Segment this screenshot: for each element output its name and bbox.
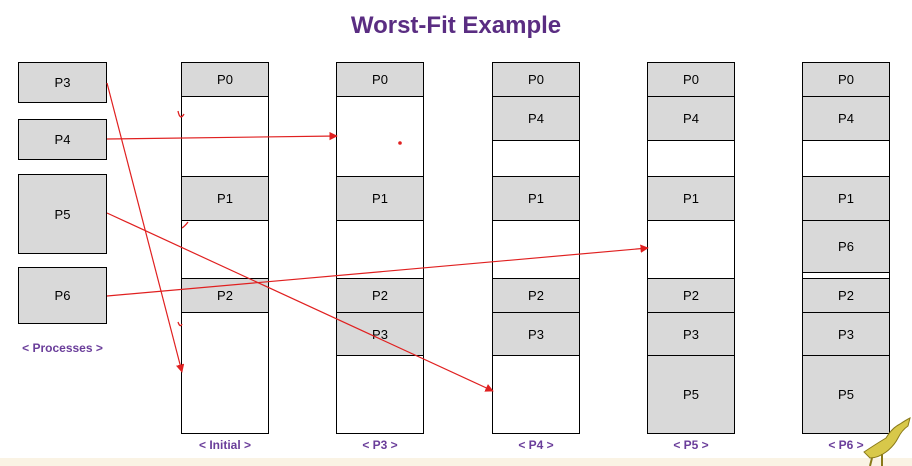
memory-block-p2: P2 (492, 278, 580, 314)
memory-block-p1: P1 (181, 176, 269, 222)
free-block (492, 220, 580, 280)
memory-block-p2: P2 (802, 278, 890, 314)
pen-mark (177, 110, 185, 118)
memory-block-p2: P2 (181, 278, 269, 314)
free-block (336, 355, 424, 434)
memory-block-p1: P1 (647, 176, 735, 222)
arrow-p3-to-initial (106, 82, 185, 373)
memory-block-p2: P2 (336, 278, 424, 314)
arrow-p6-to-p5-column (106, 244, 649, 297)
footer-strip (0, 458, 912, 466)
free-block (181, 220, 269, 280)
process-p6: P6 (18, 267, 107, 324)
process-p5: P5 (18, 174, 107, 254)
memory-block-p3: P3 (647, 312, 735, 357)
pen-mark (177, 321, 183, 327)
memory-block-p5: P5 (802, 355, 890, 434)
diagram-title: Worst-Fit Example (350, 12, 562, 39)
free-block (647, 140, 735, 178)
free-block (802, 140, 890, 178)
memory-state-caption-initial: < Initial > (198, 438, 252, 452)
process-p3: P3 (18, 62, 107, 103)
memory-block-p1: P1 (802, 176, 890, 222)
process-p4: P4 (18, 119, 107, 160)
memory-block-p3: P3 (492, 312, 580, 357)
memory-block-p3: P3 (802, 312, 890, 357)
arrow-p4-to-p3-column (106, 131, 338, 141)
memory-block-p1: P1 (492, 176, 580, 222)
free-block (492, 355, 580, 434)
memory-block-p0: P0 (802, 62, 890, 98)
memory-block-p5: P5 (647, 355, 735, 434)
pen-dot (398, 141, 402, 145)
free-block (181, 312, 269, 434)
memory-state-caption-after-p5: < P5 > (673, 438, 709, 452)
memory-block-p0: P0 (336, 62, 424, 98)
memory-state-caption-after-p6: < P6 > (828, 438, 864, 452)
memory-block-p4: P4 (492, 96, 580, 142)
memory-block-p0: P0 (492, 62, 580, 98)
processes-caption: < Processes > (22, 341, 103, 355)
memory-block-p1: P1 (336, 176, 424, 222)
dinosaur-logo-icon (863, 417, 911, 466)
memory-state-caption-after-p4: < P4 > (518, 438, 554, 452)
memory-block-p6: P6 (802, 220, 890, 274)
memory-block-p4: P4 (802, 96, 890, 142)
memory-state-caption-after-p3: < P3 > (362, 438, 398, 452)
pen-mark (181, 221, 189, 229)
arrow-p5-to-p4-column (106, 212, 494, 392)
